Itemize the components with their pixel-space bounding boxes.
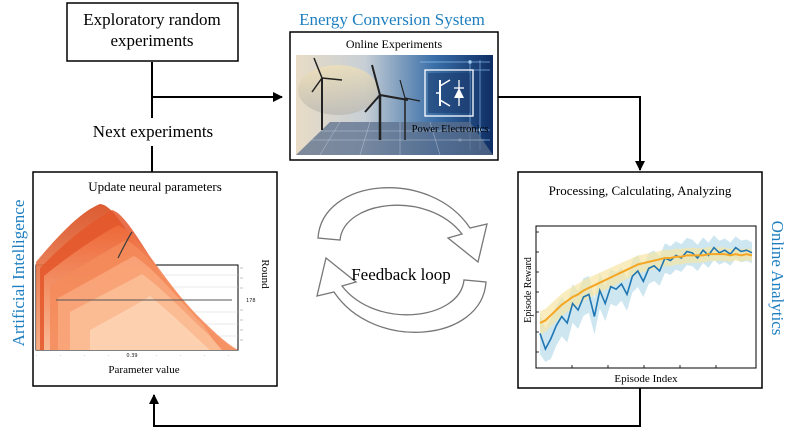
arrow-energy-to-analytics xyxy=(498,96,645,171)
online-experiments-label: Online Experiments xyxy=(346,37,443,51)
analytics-box-title: Processing, Calculating, Analyzing xyxy=(549,183,732,198)
svg-text:·: · xyxy=(228,354,229,359)
feedback-loop-label: Feedback loop xyxy=(351,265,451,284)
wind-turbine-icon xyxy=(311,57,421,140)
analytics-ylabel: Episode Reward xyxy=(523,257,534,323)
feedback-loop: Feedback loop xyxy=(316,187,488,333)
svg-text:·: · xyxy=(60,354,61,359)
reward-series-line-1 xyxy=(539,246,753,352)
exploratory-line-2: experiments xyxy=(110,31,193,50)
svg-text:·: · xyxy=(156,354,157,359)
ai-box-title: Update neural parameters xyxy=(88,179,222,194)
exploratory-line-1: Exploratory random xyxy=(83,10,220,29)
ridgeline-plot: · · · · · · · · 0.39 178 xyxy=(35,204,256,359)
exploratory-box: Exploratory random experiments xyxy=(66,2,239,62)
wind-solar-image: Power Electronics xyxy=(296,55,493,156)
svg-text:·: · xyxy=(180,354,181,359)
power-electronics-icon xyxy=(424,69,474,117)
svg-text:·: · xyxy=(204,354,205,359)
ai-marker-label: 0.39 xyxy=(126,353,137,359)
reward-chart xyxy=(535,225,757,369)
ai-ylabel: Round xyxy=(259,259,271,289)
analytics-box: Processing, Calculating, Analyzing Episo… xyxy=(517,171,763,389)
feedback-arrow-bottom xyxy=(316,256,487,333)
energy-system-title: Energy Conversion System xyxy=(299,10,485,29)
ai-side-label: Artificial Intelligence xyxy=(9,200,28,347)
ai-xlabel: Parameter value xyxy=(108,364,179,376)
svg-text:·: · xyxy=(84,354,85,359)
analytics-side-label: Online Analytics xyxy=(768,221,787,336)
power-electronics-label: Power Electronics xyxy=(412,124,489,135)
energy-box: Online Experiments xyxy=(289,31,499,161)
feedback-arrow-top xyxy=(317,187,488,264)
connectors xyxy=(149,62,645,427)
next-experiments-label: Next experiments xyxy=(93,122,213,141)
reward-band-blue xyxy=(540,235,752,362)
reward-series-line-2 xyxy=(539,253,753,324)
analytics-xlabel: Episode Index xyxy=(614,373,678,385)
ai-right-marker-label: 178 xyxy=(246,298,256,304)
svg-text:·: · xyxy=(36,354,37,359)
ai-box: Update neural parameters xyxy=(32,171,278,387)
svg-text:·: · xyxy=(108,354,109,359)
arrow-analytics-to-ai xyxy=(149,388,641,427)
